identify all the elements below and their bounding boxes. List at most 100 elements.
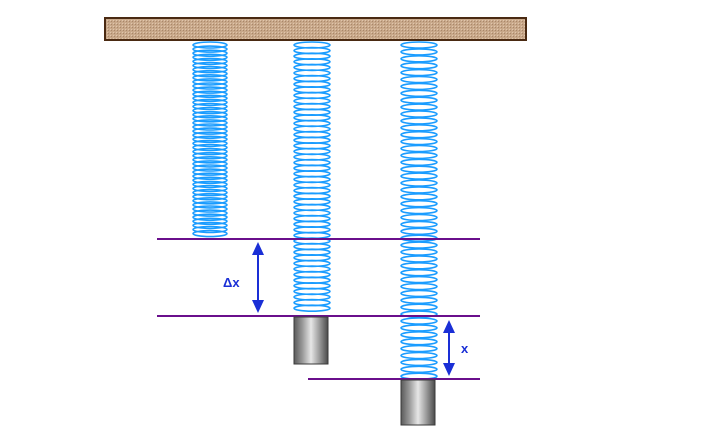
spring-coil [400,303,438,312]
spring-coil [400,213,438,222]
spring-coil [192,156,228,164]
spring-coil [293,304,331,313]
spring-coil [400,103,438,111]
spring-coil [192,49,228,58]
spring-coil [192,86,228,94]
spring-coil [400,248,438,256]
spring-coil [400,255,438,263]
spring-coil [400,241,438,249]
spring-coil [192,160,228,168]
spring-coil [192,98,228,107]
spring-coil [400,96,438,104]
spring-coil [192,82,228,90]
x-label: x [461,341,469,356]
hanging-mass-2 [400,379,436,426]
spring-coil [400,193,438,201]
spring-coil [400,186,438,194]
spring-coil [192,119,228,127]
spring-coil [400,68,438,77]
spring-coil [400,172,438,180]
spring-coil [192,168,228,176]
spring-coil [192,151,228,160]
spring-coil [400,110,438,118]
spring-coil [400,117,438,125]
spring-coil [400,317,438,325]
spring-coil [192,115,228,123]
spring-coil [400,75,438,84]
spring-coil [192,172,228,180]
spring-coil [400,144,438,153]
spring-coil [400,227,438,236]
spring-coil [192,139,228,148]
spring-coil [400,199,438,208]
spring-coil [192,213,228,221]
spring-coil [400,61,438,70]
spring-coil [400,310,438,318]
spring-coil [192,41,228,49]
spring-coil [192,180,228,189]
spring-coil [400,220,438,229]
spring-coil [192,53,228,62]
spring-coil [400,351,438,360]
spring-coil [192,221,228,230]
spring-coil [192,106,228,115]
spring-coil [400,296,438,305]
spring-coil [192,123,228,131]
delta-x-label: Δx [223,275,240,290]
spring-coil [192,225,228,234]
spring-coil [400,89,438,98]
spring-coil [192,102,228,111]
spring-coil [400,41,438,49]
spring-coil [400,261,438,270]
spring-coil [400,82,438,91]
spring-coil [400,289,438,298]
spring-coil [400,330,438,339]
spring-coil [192,192,228,201]
spring-coil [192,90,228,98]
spring-coil [192,164,228,172]
spring-coil [400,165,438,173]
spring-coil [192,217,228,226]
spring-coil [400,282,438,291]
spring-coil [192,78,228,86]
spring-coil [192,209,228,217]
spring-coil [400,48,438,56]
spring-coil [400,151,438,160]
spring-coil [400,268,438,277]
spring-coil [192,61,228,70]
spring-coil [192,69,228,78]
spring-coil [400,344,438,353]
hanging-mass-1 [293,316,329,365]
spring-coil [400,206,438,215]
spring-coil [192,184,228,193]
spring-coil [400,137,438,146]
spring-coil [400,337,438,346]
spring-coil [192,229,228,238]
spring-coil [192,110,228,119]
spring-coil [192,188,228,197]
spring-coil [400,358,438,367]
spring-with-mass [293,41,331,313]
spring-coil [192,74,228,82]
spring-coil [400,179,438,187]
spring-coil [192,57,228,66]
spring-coil [192,135,228,144]
spring-coil [400,365,438,374]
spring-coil [192,45,228,53]
spring-coil [192,176,228,185]
spring-coil [192,127,228,135]
spring-coil [192,94,228,103]
spring-coil [192,197,228,205]
spring-coil [400,275,438,284]
spring-coil [400,158,438,167]
spring-coil [192,147,228,156]
spring-coil [192,201,228,209]
spring-coil [192,143,228,152]
spring-stretched-further [400,41,438,381]
x-arrow [443,320,455,376]
spring-coil [400,124,438,132]
spring-coil [400,54,438,63]
spring-unloaded [192,41,228,238]
ceiling-support [104,17,527,41]
